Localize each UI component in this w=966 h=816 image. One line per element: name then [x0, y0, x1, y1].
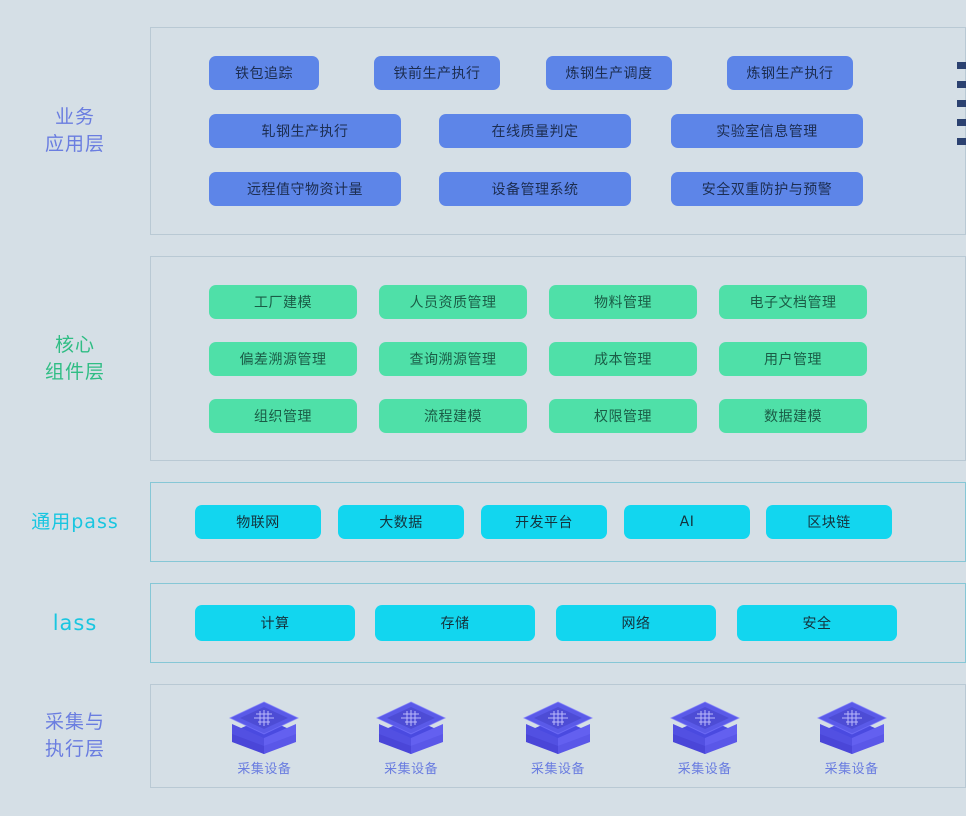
- device-item-2[interactable]: 采集设备: [351, 696, 471, 777]
- layer-panel-device: 采集设备: [150, 684, 966, 788]
- edge-marker-bullet: [957, 138, 966, 145]
- edge-marker-bullet: [957, 119, 966, 126]
- acquisition-device-cube-icon: [522, 700, 594, 754]
- node-blockchain[interactable]: 区块链: [766, 505, 892, 539]
- layer-panel-core: 工厂建模 人员资质管理 物料管理 电子文档管理 偏差溯源管理 查询溯源管理 成本…: [150, 256, 966, 461]
- node-steelmaking-scheduling[interactable]: 炼钢生产调度: [546, 56, 672, 90]
- acquisition-device-cube-icon: [816, 700, 887, 754]
- paas-row-1: 物联网 大数据 开发平台 AI 区块链: [151, 505, 965, 539]
- device-label: 采集设备: [237, 761, 292, 777]
- node-query-traceability[interactable]: 查询溯源管理: [379, 341, 527, 376]
- core-row-3: 组织管理 流程建模 权限管理 数据建模: [151, 398, 965, 433]
- device-label: 采集设备: [530, 761, 585, 777]
- node-iot[interactable]: 物联网: [195, 505, 321, 539]
- edge-marker-list: [957, 62, 966, 157]
- node-big-data[interactable]: 大数据: [338, 505, 464, 539]
- device-label: 采集设备: [677, 761, 732, 777]
- node-storage[interactable]: 存储: [375, 605, 535, 641]
- layer-core-component: 核心 组件层 工厂建模 人员资质管理 物料管理 电子文档管理 偏差溯源管理 查询…: [0, 256, 966, 461]
- layer-general-paas: 通用pass 物联网 大数据 开发平台 AI 区块链: [0, 482, 966, 562]
- layer-business-application: 业务 应用层 铁包追踪 铁前生产执行 炼钢生产调度 炼钢生产执行 轧钢生产执行 …: [0, 27, 966, 235]
- node-online-quality-judgement[interactable]: 在线质量判定: [439, 114, 631, 148]
- node-security[interactable]: 安全: [737, 605, 897, 641]
- node-remote-material-metering[interactable]: 远程值守物资计量: [209, 172, 401, 206]
- business-row-2: 轧钢生产执行 在线质量判定 实验室信息管理: [151, 114, 965, 148]
- iaas-row-1: 计算 存储 网络 安全: [151, 605, 965, 641]
- node-factory-modeling[interactable]: 工厂建模: [209, 284, 357, 319]
- node-deviation-traceability[interactable]: 偏差溯源管理: [209, 341, 357, 376]
- node-data-modeling[interactable]: 数据建模: [719, 398, 867, 433]
- node-material-management[interactable]: 物料管理: [549, 284, 697, 319]
- device-item-5[interactable]: 采集设备: [792, 696, 912, 777]
- layer-panel-iaas: 计算 存储 网络 安全: [150, 583, 966, 663]
- node-compute[interactable]: 计算: [195, 605, 355, 641]
- layer-label-iaas: lass: [52, 610, 98, 635]
- layer-label-core: 核心 组件层: [44, 333, 105, 383]
- device-row: 采集设备: [151, 696, 965, 777]
- layer-panel-paas: 物联网 大数据 开发平台 AI 区块链: [150, 482, 966, 562]
- business-row-1: 铁包追踪 铁前生产执行 炼钢生产调度 炼钢生产执行: [151, 56, 965, 90]
- layer-label-paas: 通用pass: [31, 510, 119, 533]
- node-e-document-management[interactable]: 电子文档管理: [719, 284, 867, 319]
- node-ironmaking-execution[interactable]: 铁前生产执行: [374, 56, 500, 90]
- node-safety-dual-prevention[interactable]: 安全双重防护与预警: [671, 172, 863, 206]
- node-lab-information-management[interactable]: 实验室信息管理: [671, 114, 863, 148]
- node-organization-management[interactable]: 组织管理: [209, 398, 357, 433]
- layer-label-device: 采集与 执行层: [44, 711, 105, 760]
- business-row-3: 远程值守物资计量 设备管理系统 安全双重防护与预警: [151, 172, 965, 206]
- node-network[interactable]: 网络: [556, 605, 716, 641]
- node-dev-platform[interactable]: 开发平台: [481, 505, 607, 539]
- node-cost-management[interactable]: 成本管理: [549, 341, 697, 376]
- layer-acquisition-execution: 采集与 执行层: [0, 684, 966, 788]
- node-user-management[interactable]: 用户管理: [719, 341, 867, 376]
- edge-marker-bullet: [957, 100, 966, 107]
- acquisition-device-cube-icon: [376, 700, 447, 754]
- edge-marker-bullet: [957, 81, 966, 88]
- node-equipment-management[interactable]: 设备管理系统: [439, 172, 631, 206]
- core-row-2: 偏差溯源管理 查询溯源管理 成本管理 用户管理: [151, 341, 965, 376]
- core-row-1: 工厂建模 人员资质管理 物料管理 电子文档管理: [151, 284, 965, 319]
- device-item-1[interactable]: 采集设备: [204, 696, 324, 777]
- edge-marker-bullet: [957, 62, 966, 69]
- device-item-4[interactable]: 采集设备: [645, 696, 765, 777]
- layer-label-business: 业务 应用层: [44, 106, 105, 155]
- node-permission-management[interactable]: 权限管理: [549, 398, 697, 433]
- layer-panel-business: 铁包追踪 铁前生产执行 炼钢生产调度 炼钢生产执行 轧钢生产执行 在线质量判定 …: [150, 27, 966, 235]
- node-personnel-qualification[interactable]: 人员资质管理: [379, 284, 527, 319]
- device-item-3[interactable]: 采集设备: [498, 696, 618, 777]
- node-process-modeling[interactable]: 流程建模: [379, 398, 527, 433]
- node-rolling-execution[interactable]: 轧钢生产执行: [209, 114, 401, 148]
- acquisition-device-cube-icon: [229, 700, 300, 754]
- acquisition-device-cube-icon: [669, 700, 740, 754]
- device-label: 采集设备: [824, 761, 879, 777]
- layer-iaas: lass 计算 存储 网络 安全: [0, 583, 966, 663]
- node-steelmaking-execution[interactable]: 炼钢生产执行: [727, 56, 853, 90]
- node-ai[interactable]: AI: [624, 505, 750, 539]
- node-iron-ladle-tracking[interactable]: 铁包追踪: [209, 56, 319, 90]
- device-label: 采集设备: [384, 761, 439, 777]
